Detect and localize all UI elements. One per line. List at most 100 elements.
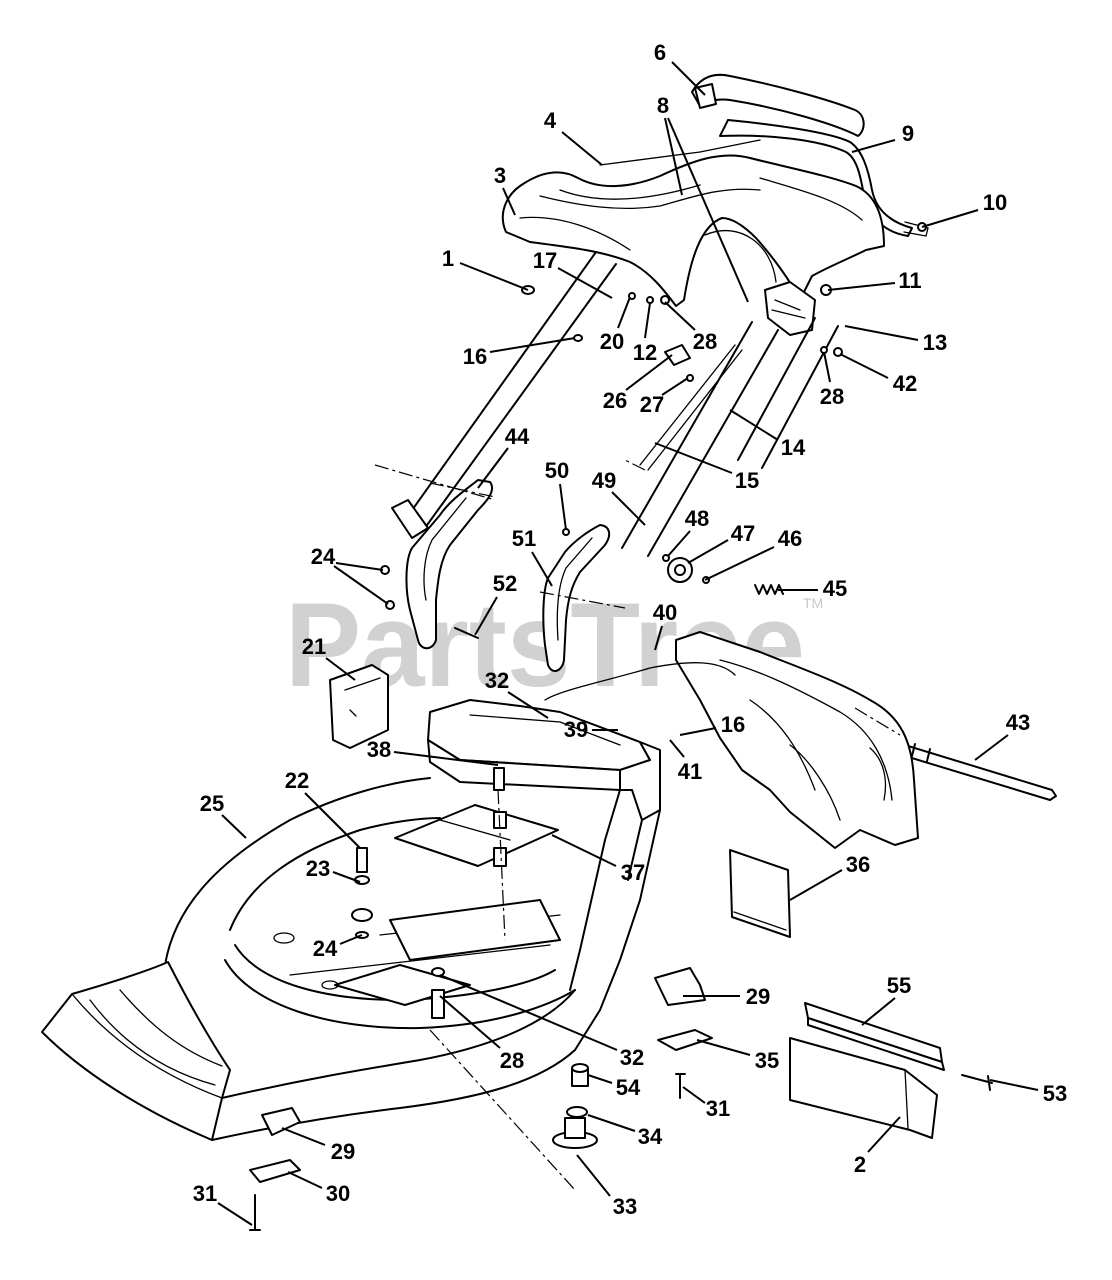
bar-55	[804, 1002, 945, 1071]
leader-line	[989, 1079, 1039, 1091]
callout-number: 2	[854, 1152, 866, 1177]
leader-line	[839, 353, 889, 379]
leader-line	[974, 734, 1009, 761]
leader-line	[687, 539, 729, 564]
lower-baffle	[334, 964, 471, 1006]
leader-line	[669, 739, 685, 758]
callout-number: 43	[1006, 710, 1030, 735]
callout-number: 39	[564, 717, 588, 742]
leader-line	[867, 1116, 901, 1153]
leader-line	[851, 139, 896, 153]
callout-number: 24	[311, 544, 336, 569]
callout-number: 38	[367, 737, 391, 762]
callout-number: 45	[823, 576, 847, 601]
callout-number: 11	[898, 268, 921, 293]
axle-rod	[891, 741, 1057, 801]
cable-bracket	[764, 281, 816, 336]
callout-number: 40	[653, 600, 677, 625]
callout-number: 15	[735, 468, 759, 493]
watermark-trademark: TM	[803, 595, 823, 611]
leader-line	[625, 354, 673, 391]
leader-line	[667, 530, 691, 557]
leader-line	[654, 442, 733, 474]
leader-line	[477, 447, 509, 489]
callout-number: 31	[193, 1181, 217, 1206]
leader-line	[474, 596, 498, 636]
leader-line	[587, 1114, 636, 1132]
leader-line	[671, 61, 706, 96]
leader-line	[664, 301, 696, 331]
blade-plate	[394, 804, 559, 867]
callout-number: 41	[678, 759, 702, 784]
callout-number: 23	[306, 856, 330, 881]
callout-number: 49	[592, 468, 616, 493]
leader-line	[654, 625, 663, 651]
callout-number: 17	[533, 248, 557, 273]
callout-number: 27	[640, 392, 664, 417]
leader-line	[489, 337, 576, 353]
bracket-plate	[249, 1159, 301, 1183]
leader-line	[611, 491, 646, 526]
leader-line	[789, 869, 843, 901]
leader-line	[667, 117, 749, 303]
callout-number: 16	[721, 712, 745, 737]
leader-line	[393, 751, 499, 766]
leader-line	[844, 325, 919, 341]
leader-line	[287, 1171, 323, 1189]
callout-number: 44	[505, 424, 530, 449]
leader-line	[827, 282, 896, 291]
leader-lines	[217, 61, 1039, 1226]
leader-line	[559, 483, 567, 531]
leader-line	[217, 1202, 253, 1226]
leader-line	[644, 302, 651, 339]
bolt-right	[675, 1073, 686, 1099]
callout-number: 42	[893, 371, 917, 396]
callout-number: 6	[654, 40, 666, 65]
callout-number: 28	[693, 329, 717, 354]
callout-number: 37	[621, 860, 645, 885]
callout-number: 10	[983, 190, 1007, 215]
leader-line	[325, 657, 356, 681]
callout-number: 13	[923, 330, 947, 355]
callout-number: 29	[746, 984, 770, 1009]
leader-line	[551, 834, 617, 867]
callout-number: 3	[494, 163, 506, 188]
leader-line	[664, 117, 683, 196]
leader-line	[576, 1154, 611, 1197]
right-handle-bracket	[542, 524, 611, 672]
callout-number: 55	[887, 973, 911, 998]
pivot-block	[657, 1029, 713, 1051]
callout-number: 32	[620, 1045, 644, 1070]
callout-number: 28	[500, 1048, 524, 1073]
leader-line	[221, 814, 247, 839]
side-housing	[675, 631, 919, 849]
callout-number: 46	[778, 526, 802, 551]
leader-line	[281, 1127, 326, 1146]
leader-line	[729, 409, 779, 441]
callout-number: 52	[493, 571, 517, 596]
leader-line	[439, 974, 618, 1051]
leader-line	[335, 562, 384, 571]
bolt-53	[961, 1074, 993, 1091]
callout-number: 30	[326, 1181, 350, 1206]
handle-cover	[501, 139, 885, 307]
spindle-hardware	[351, 767, 507, 1019]
callout-number: 14	[781, 435, 806, 460]
callout-number: 21	[302, 634, 326, 659]
cable	[544, 662, 736, 701]
handle-knob	[903, 221, 929, 237]
callout-number: 34	[638, 1124, 663, 1149]
leader-line	[531, 551, 553, 587]
left-wheel-bracket	[261, 1107, 301, 1136]
callout-number: 29	[331, 1139, 355, 1164]
callout-number: 35	[755, 1048, 779, 1073]
callout-number: 16	[463, 344, 487, 369]
leader-line	[679, 727, 717, 736]
upper-handle-grip	[691, 73, 865, 137]
leader-line	[459, 262, 529, 291]
callout-number: 8	[657, 93, 669, 118]
leader-line	[682, 1086, 706, 1104]
wheel-hub	[552, 1063, 598, 1149]
baffle-panel	[389, 899, 561, 961]
